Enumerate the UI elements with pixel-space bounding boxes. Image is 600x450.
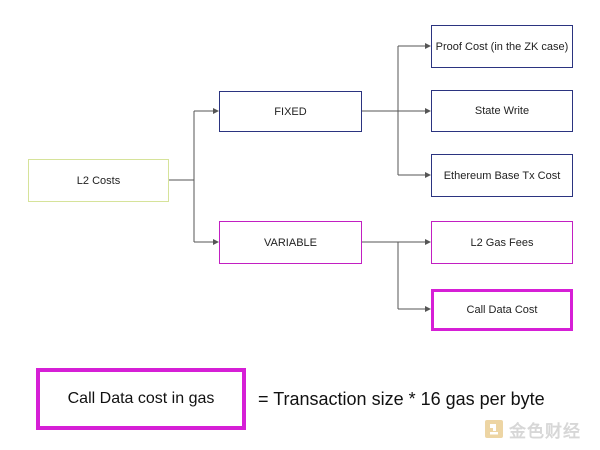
node-l2-gas-fees: L2 Gas Fees xyxy=(431,221,573,264)
node-root: L2 Costs xyxy=(28,159,169,202)
formula-label-box: Call Data cost in gas xyxy=(36,368,246,430)
node-call-data-cost: Call Data Cost xyxy=(431,289,573,331)
formula-label: Call Data cost in gas xyxy=(67,390,215,407)
watermark-text: 金色财经 xyxy=(509,421,581,441)
node-fixed: FIXED xyxy=(219,91,362,132)
watermark: 金色财经 xyxy=(484,416,581,442)
node-proof-cost: Proof Cost (in the ZK case) xyxy=(431,25,573,68)
formula-expression: = Transaction size * 16 gas per byte xyxy=(258,388,545,409)
node-state-write: State Write xyxy=(431,90,573,132)
logo-mark-icon xyxy=(485,420,503,438)
node-ethereum-base-tx-cost: Ethereum Base Tx Cost xyxy=(431,154,573,197)
node-variable: VARIABLE xyxy=(219,221,362,264)
